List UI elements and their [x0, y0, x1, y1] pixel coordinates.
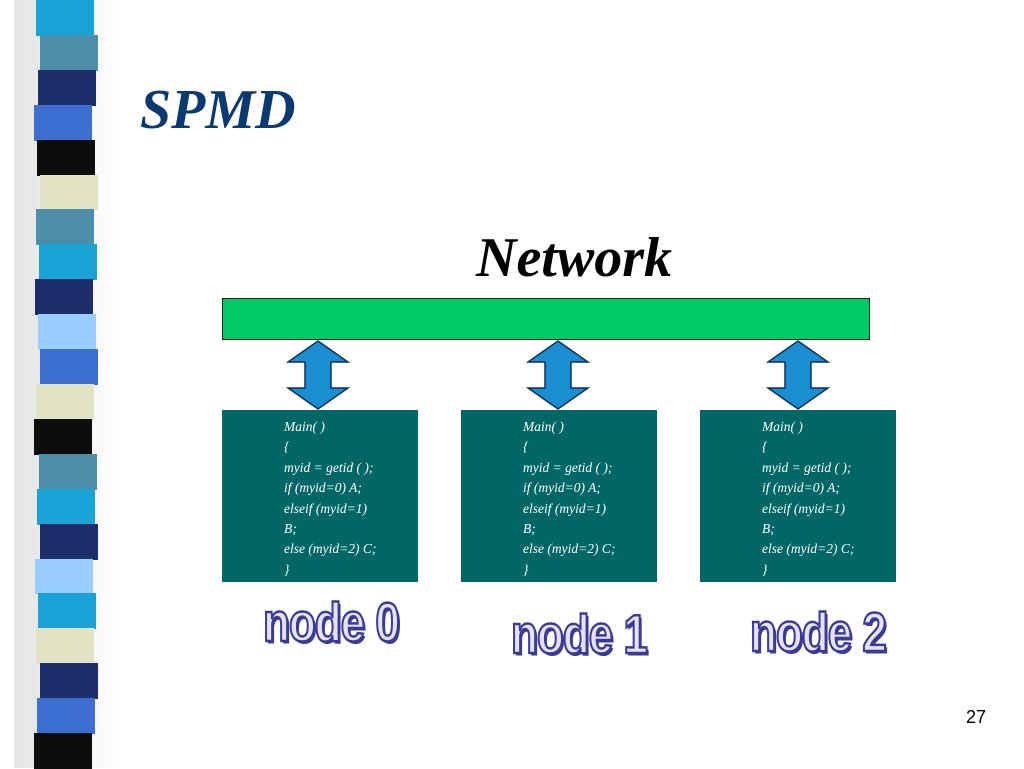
stripe-segment — [40, 523, 98, 560]
stripe-column — [34, 0, 100, 769]
stripe-segment — [37, 698, 95, 735]
stripe-segment — [36, 0, 94, 36]
stripe-segment — [36, 384, 94, 420]
code-line: { — [762, 439, 768, 455]
stripe-segment — [36, 628, 94, 665]
decorative-stripe — [0, 0, 120, 769]
stripe-segment — [37, 139, 95, 176]
code-line: elseif (myid=1) — [523, 500, 606, 516]
code-line: } — [523, 561, 529, 577]
stripe-segment — [38, 593, 96, 630]
stripe-segment — [39, 453, 97, 490]
code-line: elseif (myid=1) — [284, 500, 367, 516]
code-line: myid = getid ( ); — [762, 459, 852, 475]
code-line: if (myid=0) A; — [284, 480, 362, 496]
stripe-segment — [38, 314, 96, 351]
page-number: 27 — [966, 707, 987, 727]
stripe-segment — [35, 558, 93, 595]
node-label-2: node 2 — [749, 602, 888, 664]
code-line: elseif (myid=1) — [762, 500, 845, 516]
double-arrow-icon — [286, 340, 350, 410]
stripe-segment — [40, 34, 98, 71]
code-line: } — [284, 561, 290, 577]
stripe-segment — [34, 418, 92, 455]
stripe-segment — [40, 174, 98, 211]
node-box-2: Main( ) { myid = getid ( ); if (myid=0) … — [700, 410, 896, 582]
code-line: if (myid=0) A; — [523, 480, 601, 496]
stripe-segment — [40, 663, 98, 700]
code-line: Main( ) — [762, 419, 803, 434]
node-box-1: Main( ) { myid = getid ( ); if (myid=0) … — [461, 410, 657, 582]
code-line: B; — [762, 521, 775, 537]
code-line: else (myid=2) C; — [762, 541, 855, 557]
stripe-segment — [37, 488, 95, 525]
code-line: else (myid=2) C; — [284, 541, 377, 557]
stripe-segment — [40, 349, 98, 385]
stripe-segment — [35, 279, 93, 316]
stripe-segment — [38, 69, 96, 106]
code-line: myid = getid ( ); — [284, 459, 374, 475]
network-label: Network — [476, 227, 672, 289]
node-box-0: Main( ) { myid = getid ( ); if (myid=0) … — [222, 410, 418, 582]
code-line: myid = getid ( ); — [523, 459, 613, 475]
double-arrow-icon — [766, 340, 830, 410]
code-line: if (myid=0) A; — [762, 480, 840, 496]
code-line: Main( ) — [523, 419, 564, 434]
code-line: B; — [523, 521, 536, 537]
node-label-1: node 1 — [510, 604, 649, 666]
stripe-segment — [36, 209, 94, 246]
stripe-segment — [39, 244, 97, 281]
code-line: } — [762, 561, 768, 577]
stripe-segment — [34, 104, 92, 141]
slide-title: SPMD — [140, 79, 296, 141]
node-label-0: node 0 — [262, 592, 401, 654]
network-bar — [222, 298, 870, 340]
code-line: B; — [284, 521, 297, 537]
code-line: { — [284, 439, 290, 455]
code-line: Main( ) — [284, 419, 325, 434]
double-arrow-icon — [526, 340, 590, 410]
code-line: else (myid=2) C; — [523, 541, 616, 557]
stripe-segment — [34, 733, 92, 769]
code-line: { — [523, 439, 529, 455]
